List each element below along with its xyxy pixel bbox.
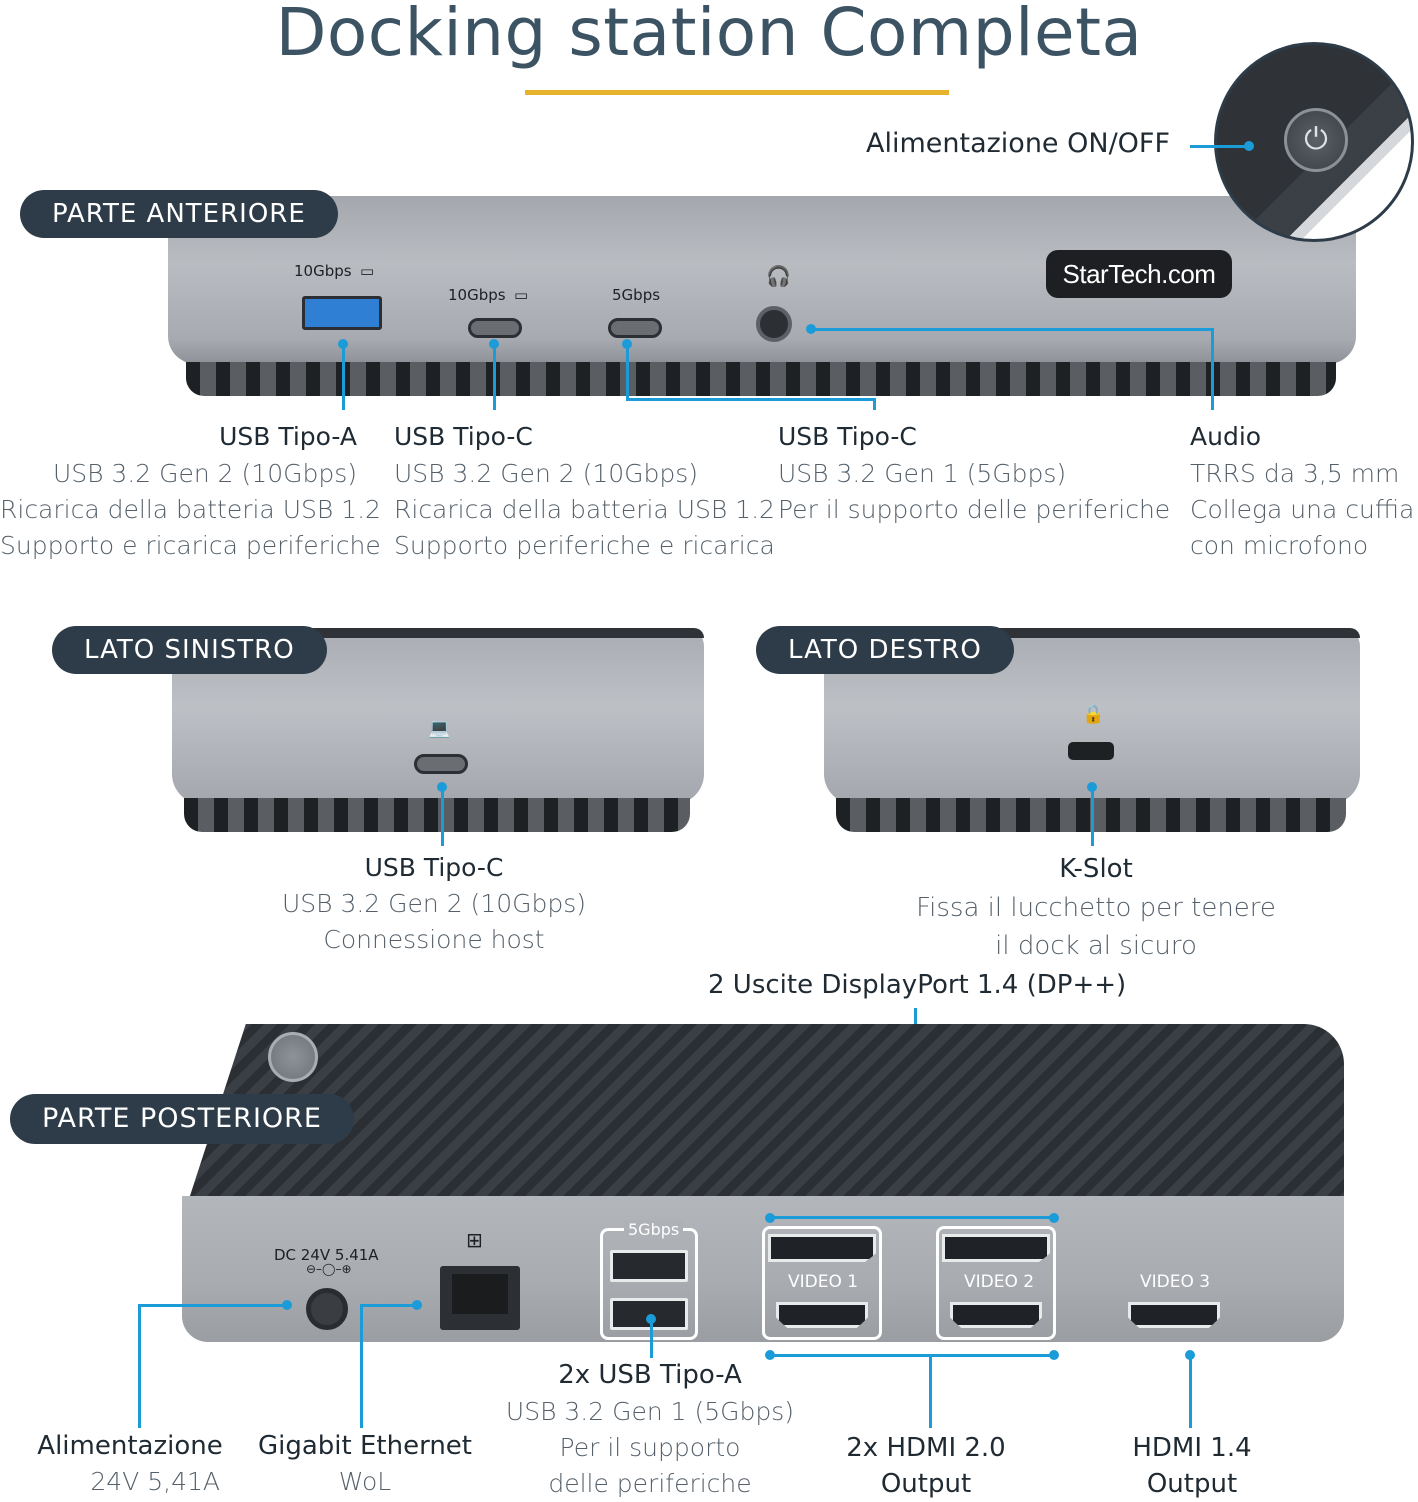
audio-jack <box>756 306 792 342</box>
leader-line <box>1091 786 1094 846</box>
callout-left-usb-c: USB Tipo-C USB 3.2 Gen 2 (10Gbps) Connes… <box>281 853 587 954</box>
video1-group-outline <box>762 1226 882 1340</box>
dc-label: DC 24V 5.41A <box>274 1246 379 1264</box>
callout-hdmi20: 2x HDMI 2.0 Output <box>846 1433 1006 1499</box>
leader-dot <box>806 324 816 334</box>
video1-label: VIDEO 1 <box>788 1272 859 1292</box>
leader-line <box>770 1216 1058 1219</box>
dp-heading: 2 Uscite DisplayPort 1.4 (DP++) <box>708 970 1127 1000</box>
device-rear-top-grille <box>188 1024 1344 1202</box>
power-icon: ⏻ <box>1284 108 1348 172</box>
front-usb-a-port <box>302 296 382 330</box>
leader-line <box>929 1354 932 1428</box>
usb-c2-speed-label: 5Gbps <box>612 286 661 304</box>
section-label-left: LATO SINISTRO <box>52 626 327 674</box>
rear-usb-a-port-1 <box>610 1250 688 1282</box>
video2-displayport <box>942 1234 1050 1262</box>
leader-line <box>812 328 1214 331</box>
callout-usb-c-10gbps: USB Tipo-C USB 3.2 Gen 2 (10Gbps) Ricari… <box>394 422 775 560</box>
power-leader-dot <box>1244 141 1254 151</box>
leader-line <box>873 398 876 410</box>
front-usb-c-port-1 <box>468 318 522 338</box>
front-usb-c-port-2 <box>608 318 662 338</box>
laptop-icon: 💻 <box>428 718 451 739</box>
startech-logo: StarTech.com <box>1046 250 1232 298</box>
video2-label: VIDEO 2 <box>964 1272 1035 1292</box>
power-leader <box>1190 145 1248 148</box>
video1-hdmi <box>776 1302 868 1328</box>
callout-hdmi14: HDMI 1.4 Output <box>1132 1433 1252 1499</box>
video1-displayport <box>768 1234 876 1262</box>
power-label: Alimentazione ON/OFF <box>866 128 1170 159</box>
leader-line <box>1211 328 1214 410</box>
leader-line <box>626 344 629 400</box>
callout-usb-a: USB Tipo-A USB 3.2 Gen 2 (10Gbps) Ricari… <box>0 422 381 560</box>
left-usb-c-host-port <box>414 754 468 774</box>
leader-line <box>626 398 876 401</box>
headset-icon: 🎧 <box>766 264 791 288</box>
page-title: Docking station Completa <box>275 0 1143 71</box>
leader-line <box>441 786 444 846</box>
lock-icon: 🔒 <box>1082 704 1105 725</box>
leader-line <box>362 1304 416 1307</box>
leader-line <box>1189 1354 1192 1428</box>
dc-polarity-icon: ⊖–◯–⊕ <box>306 1262 352 1276</box>
dc-jack <box>306 1288 348 1330</box>
callout-rear-usb-a: 2x USB Tipo-A USB 3.2 Gen 1 (5Gbps) Per … <box>505 1360 795 1498</box>
leader-line <box>140 1304 286 1307</box>
leader-line <box>342 344 345 410</box>
usb-c1-speed-label: 10Gbps <box>448 286 506 304</box>
front-vent <box>186 362 1336 396</box>
battery-icon: ▭ <box>360 262 375 280</box>
leader-dot <box>1049 1213 1059 1223</box>
video2-group-outline <box>936 1226 1056 1340</box>
leader-line <box>360 1304 363 1428</box>
section-label-front: PARTE ANTERIORE <box>20 190 338 238</box>
leader-line <box>138 1304 141 1428</box>
left-vent <box>184 798 690 832</box>
leader-dot <box>282 1300 292 1310</box>
video3-hdmi <box>1128 1302 1220 1328</box>
power-button-top <box>268 1032 318 1082</box>
title-underline <box>525 90 949 95</box>
callout-audio: Audio TRRS da 3,5 mm Collega una cuffia … <box>1190 422 1415 560</box>
callout-ethernet: Gigabit Ethernet WoL <box>258 1431 472 1496</box>
callout-usb-c-5gbps: USB Tipo-C USB 3.2 Gen 1 (5Gbps) Per il … <box>778 422 1171 524</box>
leader-dot <box>412 1300 422 1310</box>
callout-power-input: Alimentazione 24V 5,41A <box>37 1431 223 1496</box>
leader-line <box>650 1318 653 1358</box>
section-label-right: LATO DESTRO <box>756 626 1014 674</box>
usb-a-speed-label: 10Gbps <box>294 262 352 280</box>
rear-usb-a-port-2 <box>610 1298 688 1330</box>
network-icon: ⊞ <box>466 1228 483 1252</box>
leader-dot <box>1049 1350 1059 1360</box>
leader-line <box>493 344 496 410</box>
rear-usb-speed-label: 5Gbps <box>624 1220 684 1239</box>
ethernet-port-inner <box>452 1274 508 1314</box>
section-label-rear: PARTE POSTERIORE <box>10 1094 354 1144</box>
battery-icon: ▭ <box>514 286 529 304</box>
callout-k-slot: K-Slot Fissa il lucchetto per tenere il … <box>916 854 1276 961</box>
k-slot <box>1068 742 1114 760</box>
video2-hdmi <box>950 1302 1042 1328</box>
leader-line <box>770 1354 1058 1357</box>
video3-label: VIDEO 3 <box>1140 1272 1211 1292</box>
